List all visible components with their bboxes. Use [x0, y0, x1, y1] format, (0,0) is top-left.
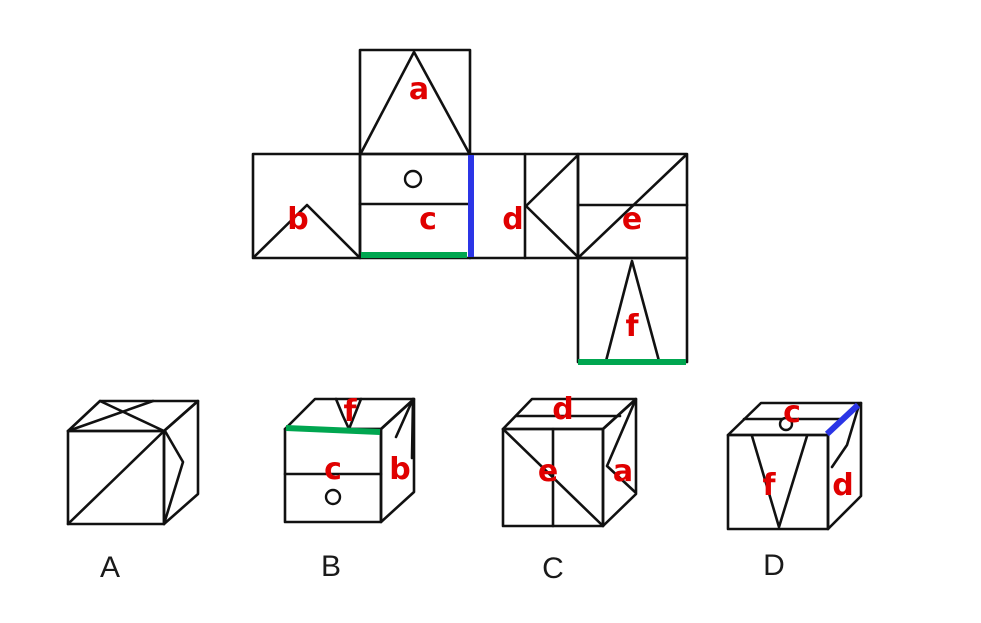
- option-a-cube[interactable]: [66, 399, 200, 526]
- option-c-letter[interactable]: C: [542, 552, 564, 585]
- net-label-f: f: [625, 309, 639, 344]
- option-c-label-e: e: [538, 454, 558, 489]
- option-b-letter[interactable]: B: [321, 550, 341, 583]
- net-face-b: b: [251, 152, 362, 260]
- cube-net: a b c d e: [251, 48, 689, 365]
- option-b-label-c: c: [324, 452, 342, 487]
- hole-icon: [403, 169, 423, 189]
- net-face-d: d: [468, 152, 580, 260]
- option-d-letter[interactable]: D: [763, 549, 785, 582]
- hole-icon: [778, 416, 794, 432]
- option-d-edge-blue: [824, 402, 861, 437]
- net-face-a: a: [358, 48, 472, 156]
- option-d-label-f: f: [762, 468, 776, 503]
- net-label-a: a: [409, 72, 429, 107]
- option-a-letter[interactable]: A: [100, 551, 120, 584]
- net-label-c: c: [419, 202, 437, 237]
- option-c-label-a: a: [613, 454, 633, 489]
- net-face-c: c: [358, 152, 472, 260]
- option-d-label-d: d: [832, 468, 853, 503]
- option-b-label-b: b: [389, 452, 410, 487]
- option-c-label-d: d: [552, 392, 573, 427]
- net-face-f: f: [576, 256, 689, 364]
- net-label-e: e: [622, 202, 642, 237]
- net-face-e: e: [576, 152, 689, 260]
- option-d-cube[interactable]: c f d: [726, 395, 863, 531]
- hole-icon: [324, 488, 342, 506]
- option-b-edge-green: [285, 425, 381, 435]
- net-label-d: d: [502, 202, 523, 237]
- option-c-cube[interactable]: d e a: [501, 392, 638, 528]
- option-b-cube[interactable]: f c b: [283, 394, 416, 524]
- option-d-label-c: c: [783, 395, 801, 430]
- net-label-b: b: [287, 202, 308, 237]
- option-b-label-f: f: [343, 394, 357, 429]
